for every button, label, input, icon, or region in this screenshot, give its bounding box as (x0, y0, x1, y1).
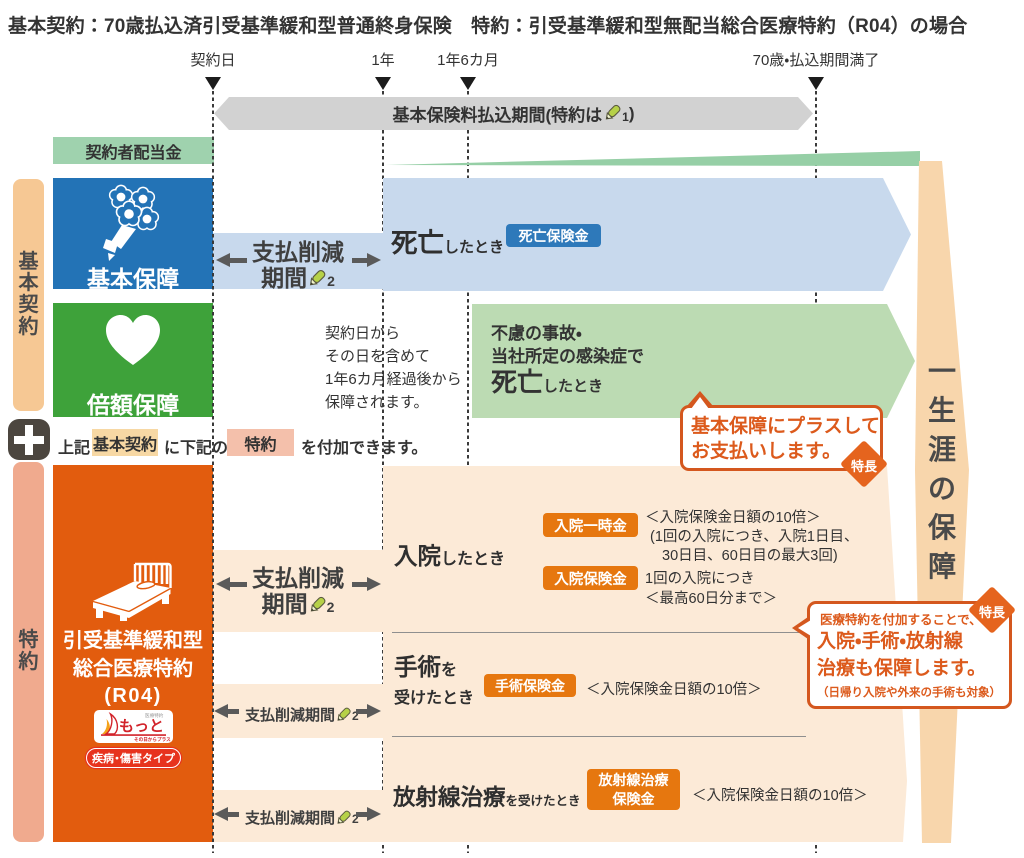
svg-text:もっと: もっと (119, 718, 164, 735)
svg-text:その日からプラス: その日からプラス (134, 736, 171, 743)
svg-text:医療特約: 医療特約 (145, 712, 164, 719)
